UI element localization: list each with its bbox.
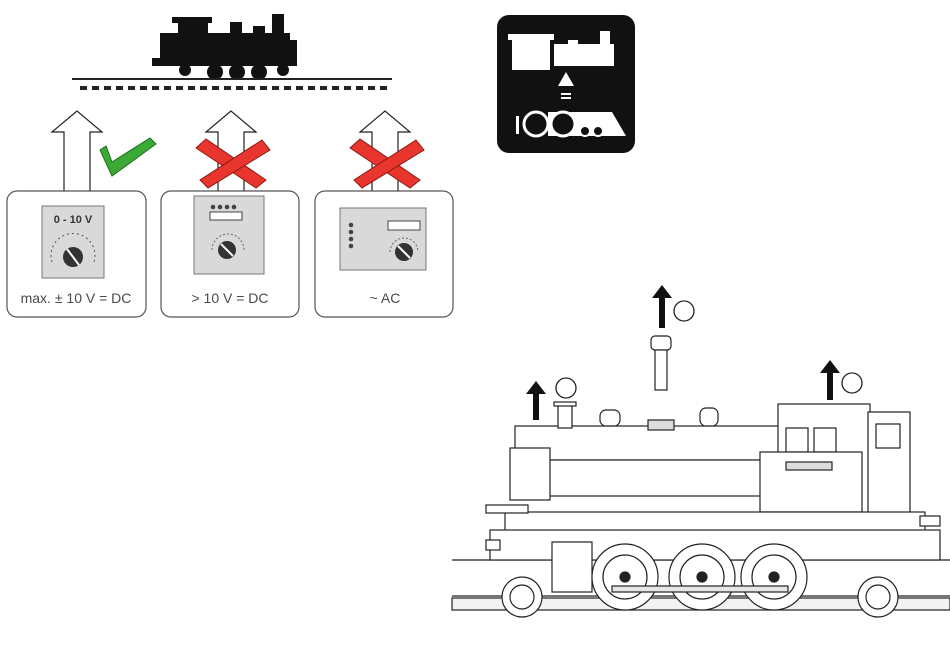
panel-voltage-label: 0 - 10 V [54,214,93,226]
option-box-3: ~ AC [315,191,453,317]
step-circle-icon [556,301,862,398]
locomotive-line-drawing [452,402,950,617]
removed-chimney-part [651,336,671,390]
track [72,79,392,88]
loco-function-pictogram-icon [497,15,635,153]
option-caption: > 10 V = DC [191,290,268,306]
option-box-2: > 10 V = DC [161,191,299,317]
locomotive-silhouette-icon [152,14,297,80]
check-icon [100,138,156,176]
option-caption: ~ AC [370,290,401,306]
option-box-1: 0 - 10 V max. ± 10 V = DC [7,191,146,317]
option-caption: max. ± 10 V = DC [21,290,132,306]
